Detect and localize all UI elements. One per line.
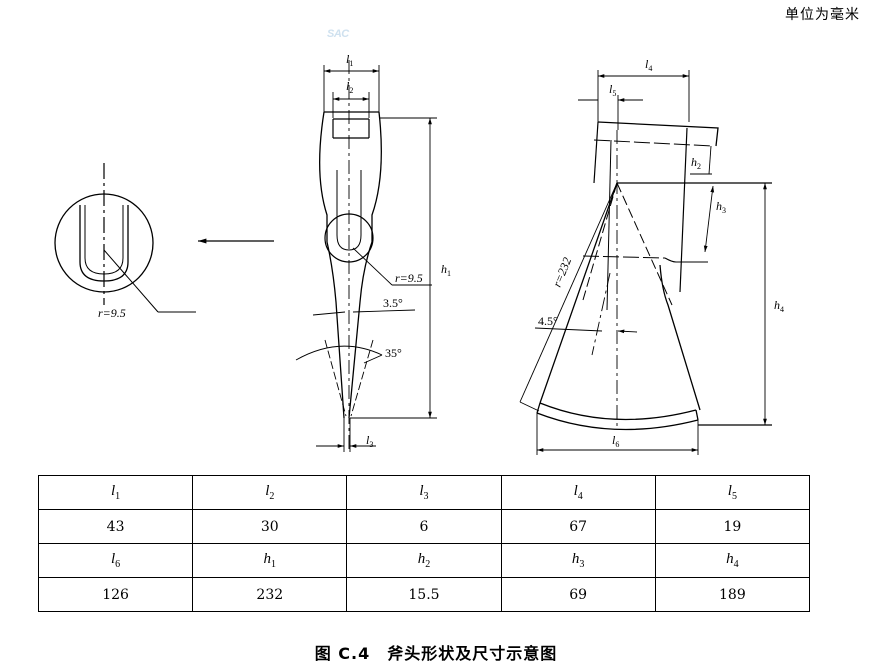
axe-side-view <box>295 60 437 452</box>
table-symbol-cell: l1 <box>37 475 194 510</box>
table-value-cell: 67 <box>500 509 656 544</box>
table-value-cell: 126 <box>37 577 194 612</box>
label-r-side: r=9.5 <box>395 271 423 285</box>
label-l6: l6 <box>612 433 619 449</box>
label-l1: l1 <box>346 52 353 68</box>
table-value-cell: 15.5 <box>346 577 502 612</box>
label-l4: l4 <box>645 57 652 73</box>
label-h4: h4 <box>774 298 784 314</box>
table-symbol-cell: h1 <box>192 543 348 578</box>
label-h3: h3 <box>716 199 726 215</box>
label-r-detail: r=9.5 <box>98 306 126 320</box>
label-l2: l2 <box>346 79 353 95</box>
label-h1: h1 <box>441 262 451 278</box>
table-symbol-cell: h3 <box>500 543 656 578</box>
axe-front-view <box>519 70 772 455</box>
label-r-232: r=232 <box>550 255 575 289</box>
label-l3: l3 <box>366 433 373 449</box>
sac-watermark-logo: SAC <box>327 28 349 40</box>
label-angle-3-5: 3.5° <box>383 296 403 310</box>
label-l5: l5 <box>609 82 616 98</box>
label-h2: h2 <box>691 155 701 171</box>
unit-note: 单位为毫米 <box>785 7 860 23</box>
table-value-cell: 69 <box>500 577 656 612</box>
table-value-cell: 43 <box>37 509 194 544</box>
table-value-cell: 6 <box>346 509 502 544</box>
table-symbol-cell: l5 <box>654 475 811 510</box>
table-symbol-cell: l3 <box>346 475 502 510</box>
table-symbol-cell: h4 <box>654 543 811 578</box>
table-value-cell: 189 <box>654 577 811 612</box>
table-symbol-cell: l2 <box>192 475 348 510</box>
table-value-cell: 30 <box>192 509 348 544</box>
table-symbol-cell: l4 <box>500 475 656 510</box>
table-symbol-cell: l6 <box>37 543 194 578</box>
axe-head-drawing: r=9.5 l1 l2 r=9.5 h1 3.5° 35° l3 l4 l5 h… <box>54 52 784 455</box>
figure-caption: 图 C.4 斧头形状及尺寸示意图 <box>314 644 558 663</box>
table-value-cell: 19 <box>654 509 811 544</box>
label-angle-4-5: 4.5° <box>538 314 558 328</box>
eye-detail-view <box>54 163 274 313</box>
table-value-cell: 232 <box>192 577 348 612</box>
table-symbol-cell: h2 <box>346 543 502 578</box>
label-angle-35: 35° <box>385 346 402 360</box>
